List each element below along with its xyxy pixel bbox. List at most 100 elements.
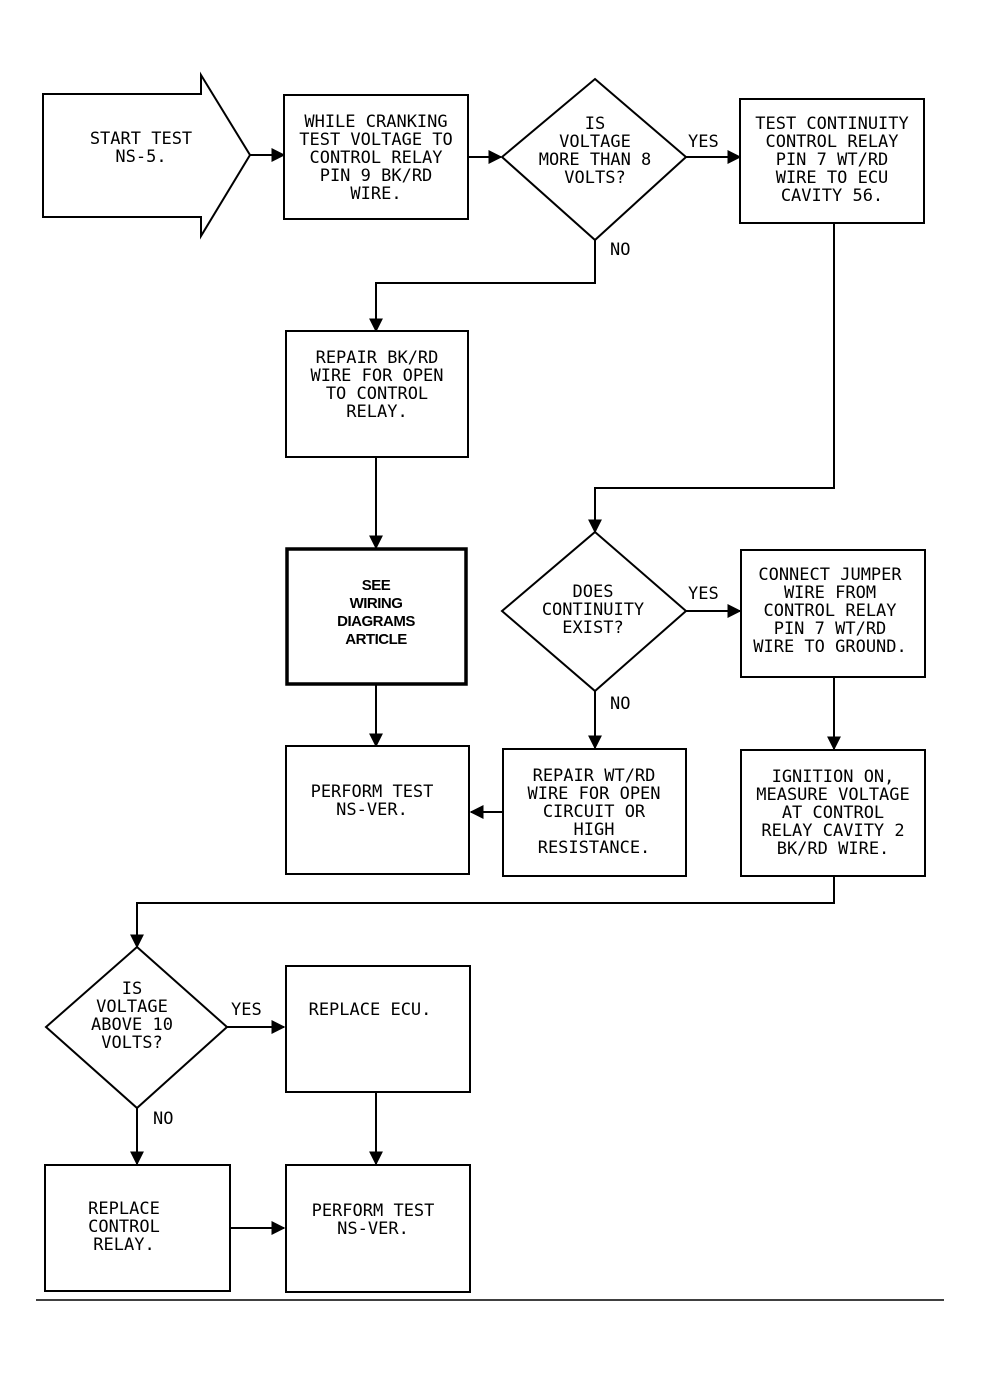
node-text-line: VOLTS? — [101, 1033, 162, 1053]
edge-label-q3-no: NO — [153, 1109, 173, 1129]
node-text-line: RELAY. — [346, 402, 407, 422]
node-text-line: CONTROL RELAY — [763, 601, 896, 621]
node-text-line: WIRING — [350, 595, 403, 612]
start-arrow-shape — [42, 71, 252, 240]
node-q1-diamond — [500, 77, 688, 242]
node-text-line: MORE THAN 8 — [539, 150, 652, 170]
node-text-line: ARTICLE — [345, 631, 407, 648]
node-text-line: CONNECT JUMPER — [758, 565, 902, 585]
node-text-line: PIN 7 WT/RD — [776, 150, 889, 170]
node-ignition-box — [740, 749, 926, 877]
node-text-line: EXIST? — [562, 618, 623, 638]
node-text-line: HIGH — [574, 820, 615, 840]
node-text-line: TEST VOLTAGE TO — [299, 130, 453, 150]
node-text-line: WIRE. — [350, 184, 401, 204]
node-replace-relay-box — [44, 1164, 231, 1292]
node-perform1-box — [285, 745, 470, 875]
node-replace-ecu-text: REPLACE ECU. — [309, 1000, 432, 1020]
node-text-line: VOLTS? — [564, 168, 625, 188]
node-text-line: REPAIR BK/RD — [316, 348, 439, 368]
node-text-line: TEST CONTINUITY — [755, 114, 909, 134]
node-text-line: DIAGRAMS — [337, 613, 415, 630]
node-text-line: PERFORM TEST — [311, 782, 434, 802]
edge-cont-test-to-q2 — [588, 223, 835, 534]
node-text-line: WIRE FROM — [784, 583, 876, 603]
node-text-line: NS-VER. — [337, 1219, 409, 1239]
edges — [130, 148, 841, 1235]
node-text-line: WIRE TO ECU — [776, 168, 889, 188]
node-text-line: SEE — [362, 577, 391, 594]
node-text-line: DOES — [573, 582, 614, 602]
node-text-line: WIRE FOR OPEN — [527, 784, 660, 804]
edge-label-q3-yes: YES — [231, 1000, 262, 1020]
edge-label-q2-yes: YES — [688, 584, 719, 604]
node-replace-ecu: REPLACE ECU. — [285, 965, 471, 1093]
node-text-line: TO CONTROL — [326, 384, 428, 404]
node-text-line: START TEST — [90, 129, 192, 149]
node-text-line: CONTROL RELAY — [765, 132, 898, 152]
node-see-wiring-box — [285, 547, 468, 686]
node-text-line: VOLTAGE — [96, 997, 168, 1017]
node-text-line: NS-5. — [115, 147, 166, 167]
edge-ignition-to-q3 — [130, 876, 835, 949]
node-text-line: ABOVE 10 — [91, 1015, 173, 1035]
node-text-line: RESISTANCE. — [538, 838, 651, 858]
node-text-line: NS-VER. — [336, 800, 408, 820]
node-text-line: RELAY CAVITY 2 — [761, 821, 904, 841]
node-text-line: RELAY. — [93, 1235, 154, 1255]
node-q2-diamond — [500, 530, 688, 693]
node-text-line: MEASURE VOLTAGE — [756, 785, 910, 805]
node-text-line: PIN 9 BK/RD — [320, 166, 433, 186]
edge-label-q1-yes: YES — [688, 132, 719, 152]
node-text-line: IS — [122, 979, 142, 999]
node-replace-ecu-box — [285, 965, 471, 1093]
node-text-line: REPLACE — [88, 1199, 160, 1219]
edge-label-q2-no: NO — [610, 694, 630, 714]
node-text-line: PERFORM TEST — [312, 1201, 435, 1221]
node-jumper-box — [740, 549, 926, 678]
node-repair-wtrd-box — [502, 748, 687, 877]
node-q3-diamond — [44, 945, 229, 1110]
node-text-line: PIN 7 WT/RD — [774, 619, 887, 639]
node-perform2-box — [285, 1164, 471, 1293]
edge-labels: YES NO YES NO YES NO — [153, 132, 719, 1129]
edge-q1-no-to-repair-bkrd — [369, 240, 596, 333]
node-text-line: VOLTAGE — [559, 132, 631, 152]
node-text-line: IGNITION ON, — [772, 767, 895, 787]
node-cont-test-box — [739, 98, 925, 224]
edge-label-q1-no: NO — [610, 240, 630, 260]
node-repair-bkrd-box — [285, 330, 469, 458]
node-text-line: CIRCUIT OR — [543, 802, 646, 822]
node-text-line: WIRE FOR OPEN — [310, 366, 443, 386]
node-text-line: CONTROL — [88, 1217, 160, 1237]
node-text-line: WIRE TO GROUND. — [753, 637, 907, 657]
node-text-line: WHILE CRANKING — [304, 112, 447, 132]
node-text-line: REPAIR WT/RD — [533, 766, 656, 786]
